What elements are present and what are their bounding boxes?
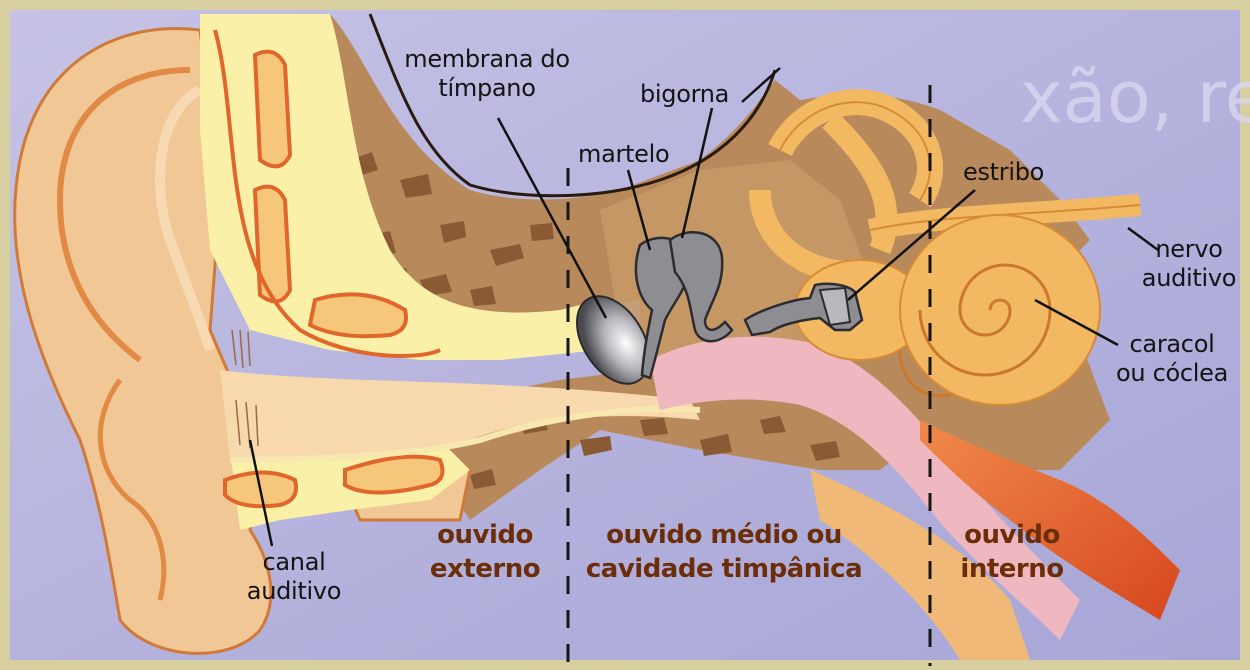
label-eardrum: membrana do tímpano [382, 45, 592, 103]
label-cochlea-line1: caracol [1098, 330, 1246, 359]
section-outer-line1: ouvido [410, 518, 560, 552]
section-middle-line2: cavidade timpânica [574, 552, 874, 586]
label-ear-canal-line1: canal [228, 548, 360, 577]
watermark-text: xão, refração e [1020, 55, 1250, 139]
label-malleus: martelo [578, 140, 669, 169]
label-eardrum-line2: tímpano [382, 74, 592, 103]
label-auditory-nerve: nervo auditivo [1130, 235, 1248, 293]
label-auditory-nerve-line1: nervo [1130, 235, 1248, 264]
section-middle-ear: ouvido médio ou cavidade timpânica [574, 518, 874, 586]
section-inner-line2: interno [942, 552, 1082, 586]
cochlea-shell [900, 215, 1100, 405]
label-cochlea-line2: ou cóclea [1098, 359, 1246, 388]
label-ear-canal-line2: auditivo [228, 577, 360, 606]
label-stapes: estribo [963, 158, 1044, 187]
section-inner-ear: ouvido interno [942, 518, 1082, 586]
section-middle-line1: ouvido médio ou [574, 518, 874, 552]
section-outer-ear: ouvido externo [410, 518, 560, 586]
label-incus: bigorna [640, 80, 729, 109]
label-eardrum-line1: membrana do [382, 45, 592, 74]
label-ear-canal: canal auditivo [228, 548, 360, 606]
section-inner-line1: ouvido [942, 518, 1082, 552]
label-cochlea: caracol ou cóclea [1098, 330, 1246, 388]
section-outer-line2: externo [410, 552, 560, 586]
label-auditory-nerve-line2: auditivo [1130, 264, 1248, 293]
